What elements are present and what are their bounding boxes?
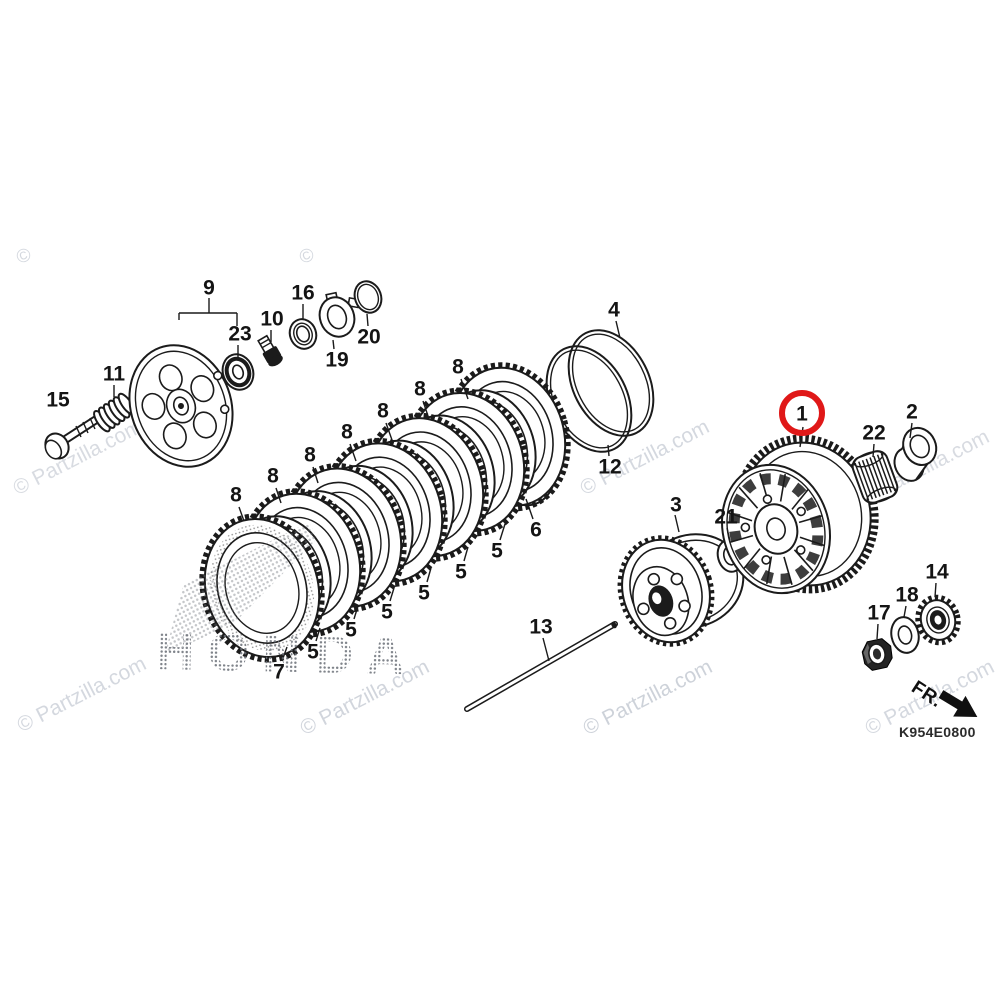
callout-3: 3 [670, 494, 682, 517]
callout-10: 10 [260, 308, 283, 331]
callout-20-leader [366, 313, 369, 327]
callout-8-leader [275, 487, 282, 504]
highlight-circle-part-1 [779, 390, 825, 436]
needle-bearing-22-drawing [851, 450, 899, 504]
callout-22: 22 [862, 422, 885, 445]
nut-17-drawing [861, 638, 893, 671]
callout-18: 18 [895, 584, 919, 607]
callout-12-leader [607, 444, 610, 457]
callout-21-leader [726, 527, 731, 542]
callout-7-leader [281, 646, 288, 662]
friction-plate-8-drawing [199, 513, 325, 663]
callout-13-leader [542, 637, 550, 662]
callout-16: 16 [291, 282, 314, 305]
callout-8: 8 [304, 444, 316, 467]
callout-15: 15 [46, 389, 70, 412]
callout-8-leader [460, 378, 469, 400]
callout-3-leader [674, 514, 680, 533]
callout-8-leader [349, 443, 357, 462]
callout-8: 8 [414, 378, 426, 401]
callout-8: 8 [452, 356, 464, 379]
clutch-center-body [617, 535, 715, 647]
callout-18-leader [903, 605, 907, 618]
callout-12: 12 [598, 456, 621, 479]
callout-20: 20 [357, 326, 380, 349]
callout-1: 1 [796, 403, 808, 426]
callout-17-leader [876, 623, 879, 640]
callout-5-leader [463, 546, 469, 562]
callout-5: 5 [455, 561, 467, 584]
callout-19-leader [332, 339, 335, 350]
callout-8-leader [422, 400, 430, 420]
lifter-rod-13-drawing [464, 621, 618, 712]
callout-6: 6 [530, 519, 542, 542]
callout-19: 19 [325, 349, 348, 372]
washer-19-drawing [318, 291, 361, 338]
callout-14: 14 [925, 561, 949, 584]
bolt-15-head [44, 432, 70, 460]
callout-5-leader [426, 567, 432, 583]
callout-5: 5 [307, 641, 319, 664]
washer-20-drawing [353, 280, 383, 314]
callout-2-leader [909, 422, 913, 439]
bolt-10-drawing [257, 334, 283, 367]
callout-11: 11 [103, 363, 126, 386]
callout-5-leader [315, 627, 321, 642]
nut-16-drawing [288, 318, 318, 350]
clutch-center-3-drawing [617, 533, 745, 647]
bolt-15-drawing [44, 414, 102, 460]
callout-8: 8 [377, 400, 389, 423]
bushing-2-drawing [893, 426, 938, 482]
callout-4: 4 [608, 299, 620, 322]
callout-8: 8 [341, 421, 353, 444]
callout-21: 21 [714, 506, 738, 529]
callout-2: 2 [906, 401, 918, 424]
ring-4-drawing [567, 329, 655, 437]
callout-8-leader [312, 466, 319, 484]
callout-5: 5 [381, 601, 393, 624]
callout-8-leader [238, 506, 245, 522]
callout-8-leader [385, 422, 393, 441]
callout-6-leader [525, 498, 534, 520]
callout-5-leader [353, 605, 359, 620]
callout-5: 5 [345, 619, 357, 642]
callout-5-leader [389, 587, 395, 602]
gear-14-drawing [915, 594, 961, 646]
highlight-layer [779, 390, 825, 436]
diagram-part-code: K954E0800 [899, 724, 976, 740]
callout-17: 17 [867, 602, 890, 625]
callout-8: 8 [230, 484, 242, 507]
callout-8: 8 [267, 465, 279, 488]
callout-7: 7 [273, 661, 285, 684]
callout-22-leader [872, 443, 875, 458]
pressure-plate-9-drawing [128, 344, 234, 468]
bearing-23-drawing [221, 353, 255, 391]
callout-23: 23 [228, 323, 251, 346]
callout-14-leader [934, 582, 937, 598]
clutch-outer-basket [720, 463, 832, 595]
callout-5-leader [499, 523, 506, 541]
fr-arrow-icon [938, 690, 978, 718]
callout-9: 9 [203, 277, 215, 300]
callout-5: 5 [418, 582, 430, 605]
callout-13: 13 [529, 616, 552, 639]
callout-4-leader [615, 320, 621, 339]
washer-18-drawing [890, 616, 920, 654]
callout-5: 5 [491, 540, 503, 563]
